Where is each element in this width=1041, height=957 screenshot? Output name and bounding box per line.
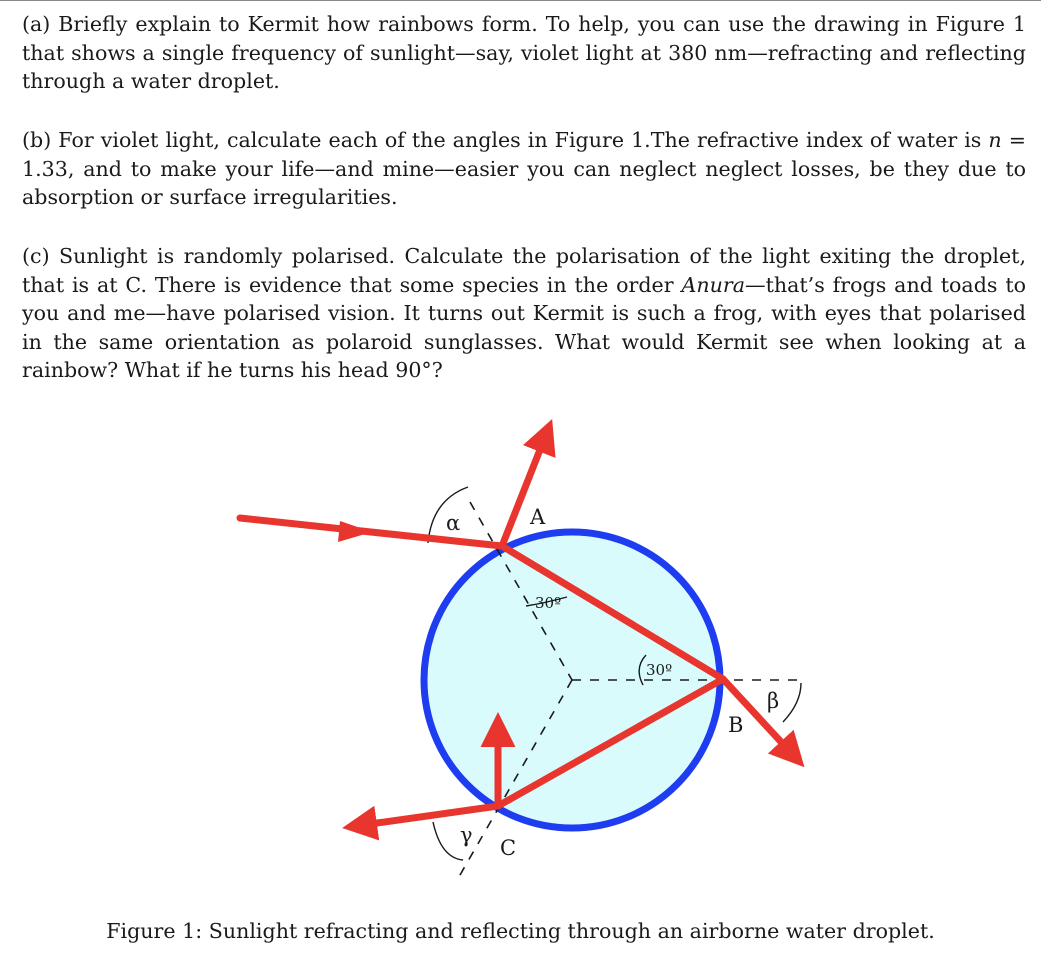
part-a-paragraph: (a) Briefly explain to Kermit how rainbo… — [22, 10, 1026, 96]
beta-arc — [782, 682, 802, 723]
exit-ray-at-b — [719, 675, 805, 768]
point-c-label: C — [500, 836, 516, 860]
refractive-index-symbol: n — [988, 128, 1002, 152]
part-c-text-1: (c) Sunlight is randomly polarised. Calc… — [22, 244, 1026, 297]
top-30-arc — [525, 596, 568, 607]
normal-guides — [455, 501, 805, 883]
rainbow-droplet-figure: α A 30º 30º β B γ C — [236, 418, 805, 883]
middle-angle-label: 30º — [646, 661, 672, 679]
exit-ray-at-c — [342, 802, 502, 841]
gamma-label: γ — [460, 823, 473, 847]
part-b-text-2: = 1.33, and to make your life—and mine—e… — [22, 128, 1026, 209]
point-b-label: B — [728, 713, 743, 737]
gamma-arc — [432, 821, 464, 861]
point-a-label: A — [529, 505, 546, 529]
incoming-ray-arrowhead — [338, 521, 372, 542]
normal-line-c — [455, 679, 573, 883]
middle-30-arc — [638, 654, 647, 686]
part-b-text-1: (b) For violet light, calculate each of … — [22, 128, 989, 152]
reflected-ray-at-a — [498, 418, 556, 550]
ray-a-to-b — [498, 542, 727, 683]
beta-label: β — [767, 689, 779, 713]
part-a-text: (a) Briefly explain to Kermit how rainbo… — [22, 12, 1026, 93]
alpha-label: α — [446, 511, 460, 535]
part-b-paragraph: (b) For violet light, calculate each of … — [22, 126, 1026, 212]
normal-line-a — [469, 501, 573, 681]
light-rays — [236, 418, 805, 841]
anura-term: Anura — [681, 272, 745, 297]
figure-caption: Figure 1: Sunlight refracting and reflec… — [106, 919, 935, 943]
part-c-paragraph: (c) Sunlight is randomly polarised. Calc… — [22, 242, 1026, 385]
part-c-text-2: —that’s frogs and toads to you and me—ha… — [22, 272, 1027, 383]
ray-b-to-c — [494, 675, 727, 810]
top-angle-label: 30º — [535, 594, 561, 612]
top-rule — [0, 0, 1041, 1]
